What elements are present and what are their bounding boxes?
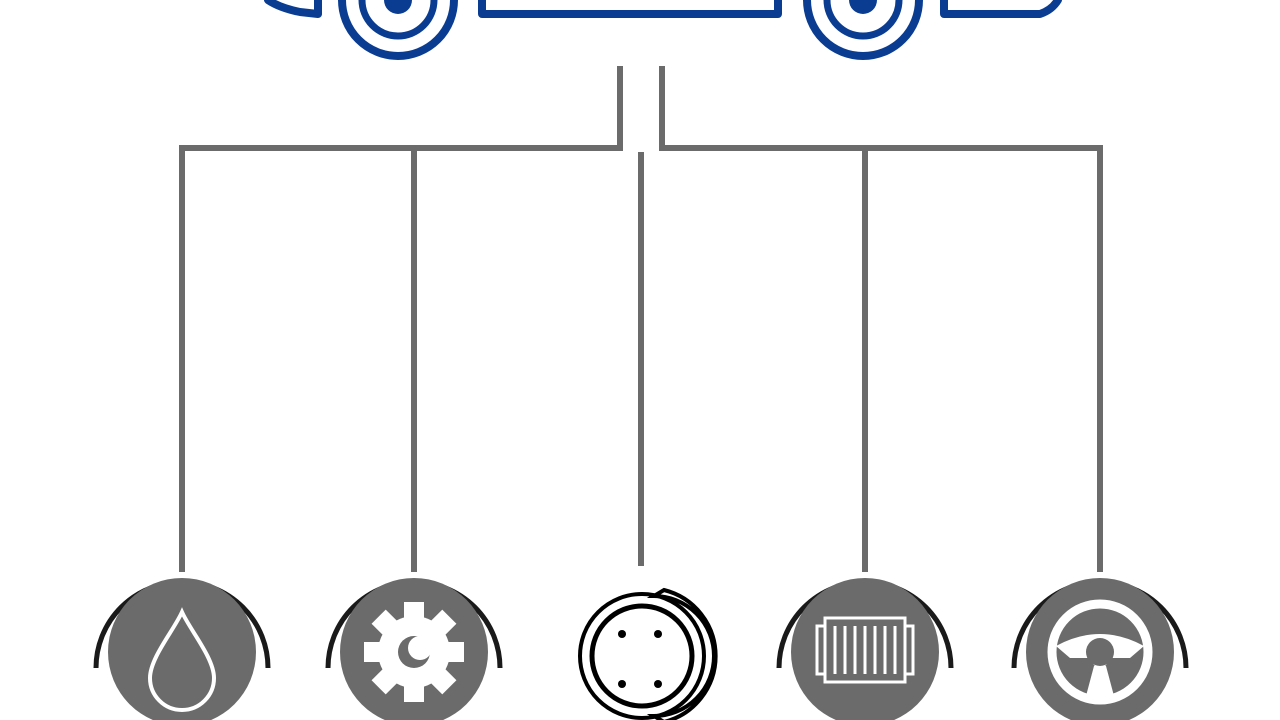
car-rear-bumper <box>940 0 1062 18</box>
steering-wheel-badge <box>1011 578 1189 720</box>
car-front-bumper <box>264 0 322 18</box>
brake-disc-icon <box>578 592 706 720</box>
car-body-middle <box>478 0 782 18</box>
oil-drop-icon <box>147 607 217 712</box>
steering-wheel-icon <box>1047 599 1153 705</box>
car-icon <box>264 0 1062 60</box>
brake-caliper <box>646 587 718 720</box>
right-trunk-line <box>659 66 1103 572</box>
badge-circle <box>108 578 256 720</box>
car-rear-wheel <box>803 0 923 60</box>
radiator-icon <box>815 616 915 684</box>
car-front-wheel <box>338 0 458 60</box>
left-trunk-line <box>179 66 623 572</box>
gear-icon <box>364 602 464 702</box>
oil-drop-badge <box>93 578 271 720</box>
connector-lines <box>179 66 1103 572</box>
brake-disc-badge <box>578 587 718 720</box>
radiator-badge <box>776 578 954 720</box>
gear-badge <box>325 578 503 720</box>
